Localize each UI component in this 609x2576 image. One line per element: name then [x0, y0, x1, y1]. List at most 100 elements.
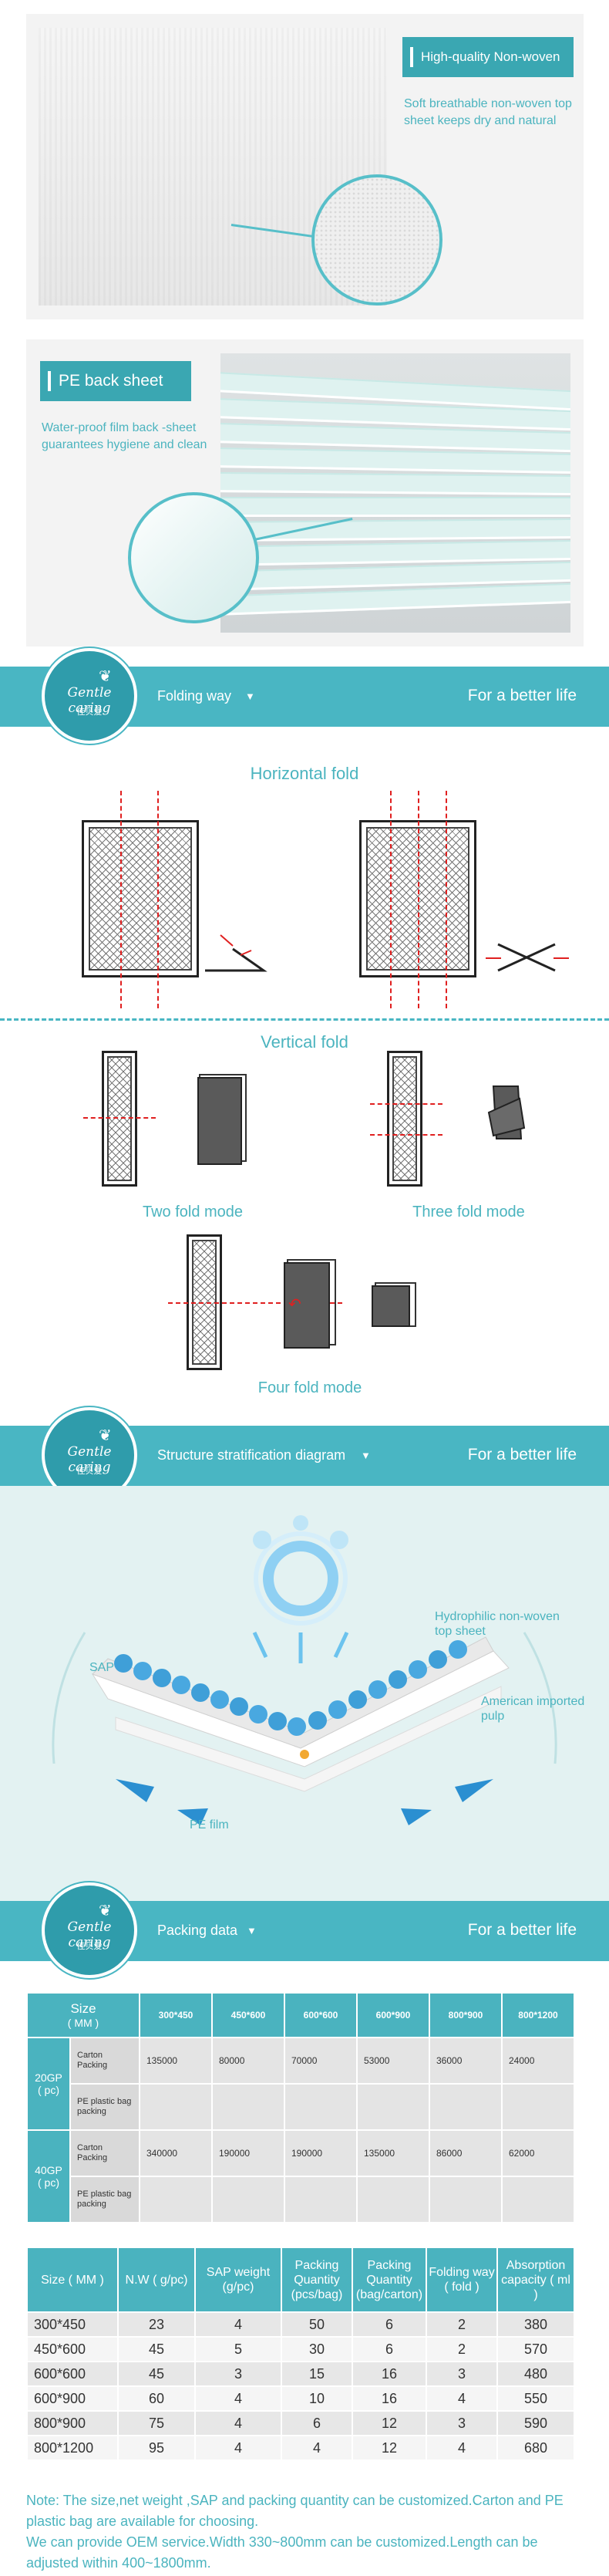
- table-row: 600*900 60 4 10 16 4 550: [26, 2385, 575, 2412]
- table-cell: 600*600: [26, 2361, 119, 2387]
- table-cell: [284, 2083, 358, 2131]
- section-divider: [0, 1018, 609, 1021]
- table-cell: 4: [194, 2385, 282, 2412]
- tag-bar: [410, 47, 413, 67]
- folded-pad-icon: [284, 1262, 330, 1349]
- table-cell: 680: [496, 2435, 575, 2461]
- table-header-row: Size ( MM ) 300*450 450*600 600*600 600*…: [26, 1992, 575, 2038]
- table-cell: 36000: [429, 2037, 503, 2085]
- feature-tag: PE back sheet: [40, 361, 191, 401]
- leaf-icon: ❦: [99, 668, 112, 685]
- table-cell: [429, 2176, 503, 2223]
- section-title: Structure stratification diagram: [157, 1447, 346, 1463]
- vertical-fold-title: Vertical fold: [261, 1032, 348, 1052]
- fold-arrow-icon: ↶: [288, 1296, 301, 1313]
- table-cell: 2: [426, 2311, 498, 2338]
- section-title: Packing data: [157, 1923, 238, 1938]
- fold-line: [370, 1134, 442, 1136]
- section-header-packing: ❦ Gentle caring 佳贝爱 Packing data ▼ For a…: [0, 1882, 609, 1978]
- table-cell: 135000: [356, 2129, 430, 2177]
- folded-pad-icon: [197, 1077, 242, 1165]
- table-cell: [139, 2083, 213, 2131]
- fold-line: [418, 791, 419, 1008]
- column-header: Size ( MM ): [26, 2247, 119, 2313]
- table-cell: 12: [352, 2410, 427, 2436]
- feature-panel-pe-back-sheet: PE back sheet Water-proof film back -she…: [26, 339, 584, 647]
- table-cell: 4: [426, 2435, 498, 2461]
- table-cell: 5: [194, 2336, 282, 2362]
- brand-logo: ❦ Gentle caring 佳贝爱: [42, 1882, 137, 1978]
- brand-chinese-name: 佳贝爱: [76, 707, 103, 717]
- folded-pad-icon: [487, 1085, 526, 1139]
- top-sheet-label: Hydrophilic non-woven top sheet: [435, 1610, 560, 1638]
- pad-diagram: [387, 1051, 422, 1187]
- table-row: 600*600 45 3 15 16 3 480: [26, 2361, 575, 2387]
- feature-tag-label: High-quality Non-woven: [421, 49, 560, 64]
- table-cell: 550: [496, 2385, 575, 2412]
- fold-line: [390, 791, 392, 1008]
- section-title: Folding way: [157, 688, 232, 704]
- table-row: 450*600 45 5 30 6 2 570: [26, 2336, 575, 2362]
- feature-description: Water-proof film back -sheet guarantees …: [42, 421, 207, 451]
- container-packing-table: Size ( MM ) 300*450 450*600 600*600 600*…: [26, 1992, 575, 2223]
- table-cell: 10: [281, 2385, 353, 2412]
- table-cell: [211, 2083, 285, 2131]
- table-cell: 570: [496, 2336, 575, 2362]
- table-cell: 60: [117, 2385, 196, 2412]
- packing-type-cell: Carton Packing: [69, 2037, 140, 2085]
- column-header: Folding way ( fold ): [426, 2247, 498, 2313]
- size-column-header: 800*900: [429, 1992, 503, 2038]
- triangle-down-icon: ▼: [245, 690, 255, 702]
- table-cell: 6: [352, 2336, 427, 2362]
- fabric-zoom-circle: [311, 174, 442, 306]
- size-column-header: 300*450: [139, 1992, 213, 2038]
- size-column-header: 600*600: [284, 1992, 358, 2038]
- note-line: Note: The size,net weight ,SAP and packi…: [26, 2493, 564, 2529]
- table-row: 800*900 75 4 6 12 3 590: [26, 2410, 575, 2436]
- table-cell: 70000: [284, 2037, 358, 2085]
- packing-type-cell: PE plastic bag packing: [69, 2176, 140, 2223]
- table-cell: 16: [352, 2385, 427, 2412]
- table-cell: 16: [352, 2361, 427, 2387]
- table-cell: 380: [496, 2311, 575, 2338]
- three-fold-caption: Three fold mode: [412, 1204, 525, 1220]
- table-row: PE plastic bag packing: [27, 2176, 575, 2223]
- customization-note: Note: The size,net weight ,SAP and packi…: [26, 2490, 581, 2574]
- layer-illustration: [52, 1515, 557, 1825]
- table-cell: 2: [426, 2336, 498, 2362]
- table-cell: 4: [426, 2385, 498, 2412]
- triangle-down-icon: ▼: [247, 1925, 257, 1936]
- table-cell: 4: [194, 2435, 282, 2461]
- pad-diagram: [82, 820, 199, 977]
- brand-name: Gentle caring: [67, 1444, 112, 1475]
- tag-bar: [48, 371, 51, 391]
- table-cell: [501, 2176, 575, 2223]
- table-row: 800*1200 95 4 4 12 4 680: [26, 2435, 575, 2461]
- triangle-down-icon: ▼: [361, 1450, 371, 1461]
- table-cell: 45: [117, 2336, 196, 2362]
- table-cell: 6: [281, 2410, 353, 2436]
- table-cell: [356, 2083, 430, 2131]
- column-header: Absorption capacity ( ml ): [496, 2247, 575, 2313]
- table-cell: 340000: [139, 2129, 213, 2177]
- folded-pad-icon: [372, 1285, 410, 1327]
- table-cell: 800*900: [26, 2410, 119, 2436]
- fold-line: [168, 1302, 342, 1304]
- feature-panel-nonwoven: High-quality Non-woven Soft breathable n…: [26, 14, 584, 319]
- table-cell: 3: [194, 2361, 282, 2387]
- section-slogan: For a better life: [467, 687, 577, 704]
- container-type-cell: 20GP( pc): [26, 2037, 71, 2131]
- brand-chinese-name: 佳贝爱: [76, 1942, 103, 1951]
- nonwoven-fabric-photo: [39, 28, 387, 306]
- table-cell: 190000: [284, 2129, 358, 2177]
- sap-label: SAP: [89, 1661, 115, 1674]
- fold-line: [370, 1103, 442, 1105]
- column-header: N.W ( g/pc): [117, 2247, 196, 2313]
- table-cell: 450*600: [26, 2336, 119, 2362]
- film-zoom-circle: [128, 492, 259, 623]
- stacked-sheet: [220, 497, 570, 517]
- size-header: Size ( MM ): [26, 1992, 140, 2038]
- four-fold-caption: Four fold mode: [257, 1379, 362, 1396]
- container-type-cell: 40GP( pc): [26, 2129, 71, 2223]
- product-spec-table: Size ( MM ) N.W ( g/pc) SAP weight (g/pc…: [26, 2247, 575, 2461]
